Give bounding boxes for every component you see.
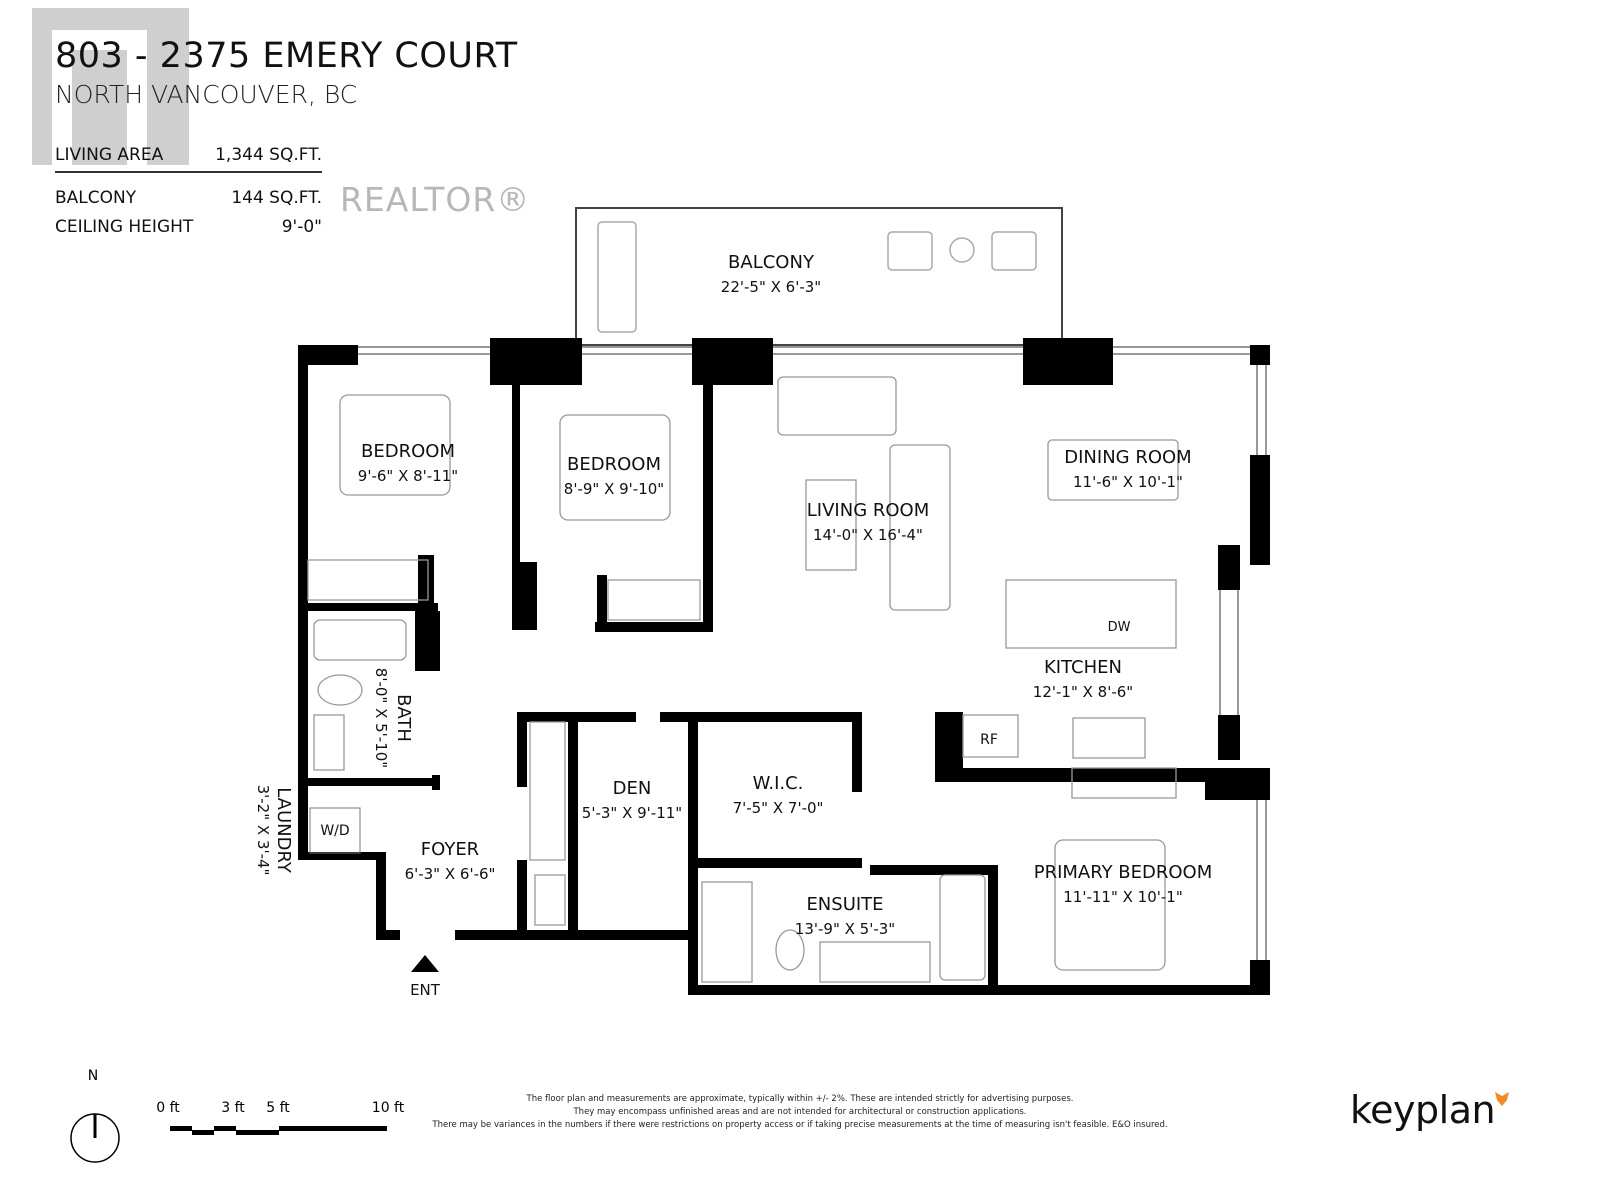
scale-tick-3: 3 ft bbox=[221, 1100, 245, 1116]
property-city: NORTH VANCOUVER, BC bbox=[55, 80, 358, 109]
room-dims: 11'-11" X 10'-1" bbox=[1063, 888, 1183, 906]
stat-ceiling-height: CEILING HEIGHT 9'-0" bbox=[55, 217, 322, 237]
room-name: BALCONY bbox=[728, 252, 815, 273]
room-name: BATH bbox=[393, 694, 414, 742]
room-dims: 8'-9" X 9'-10" bbox=[564, 480, 664, 498]
room-dims: 6'-3" X 6'-6" bbox=[405, 865, 496, 883]
room-name: DINING ROOM bbox=[1064, 447, 1191, 468]
room-dims: 22'-5" X 6'-3" bbox=[721, 278, 821, 296]
room-dims: 12'-1" X 8'-6" bbox=[1033, 683, 1133, 701]
room-name: DEN bbox=[613, 778, 652, 799]
disclaimer-line: The floor plan and measurements are appr… bbox=[526, 1094, 1074, 1104]
room-dims: 5'-3" X 9'-11" bbox=[582, 804, 682, 822]
room-bath: BATH 8'-0" X 5'-10" bbox=[372, 668, 414, 768]
stat-balcony: BALCONY 144 SQ.FT. bbox=[55, 188, 322, 208]
disclaimer-line: There may be variances in the numbers if… bbox=[432, 1120, 1168, 1130]
stat-label: BALCONY bbox=[55, 188, 137, 208]
stat-value: 144 SQ.FT. bbox=[231, 188, 322, 208]
room-name: FOYER bbox=[421, 839, 479, 860]
scale-bar bbox=[170, 1126, 387, 1135]
room-name: BEDROOM bbox=[567, 454, 661, 475]
room-dims: 11'-6" X 10'-1" bbox=[1073, 473, 1183, 491]
windows bbox=[358, 346, 1267, 960]
room-primary-bedroom: PRIMARY BEDROOM 11'-11" X 10'-1" bbox=[1034, 862, 1213, 906]
room-foyer: FOYER 6'-3" X 6'-6" bbox=[405, 839, 496, 883]
stat-living-area: LIVING AREA 1,344 SQ.FT. bbox=[55, 145, 322, 173]
washer-dryer-label: W/D bbox=[320, 823, 349, 839]
fox-icon bbox=[1495, 1092, 1510, 1106]
realtor-logo-watermark bbox=[32, 8, 189, 165]
realtor-watermark-text: REALTOR® bbox=[340, 180, 531, 219]
stat-value: 1,344 SQ.FT. bbox=[215, 145, 322, 165]
room-laundry: LAUNDRY 3'-2" X 3'-4" bbox=[254, 785, 294, 876]
compass-north-label: N bbox=[88, 1068, 98, 1084]
room-living: LIVING ROOM 14'-0" X 16'-4" bbox=[807, 500, 929, 544]
room-wic: W.I.C. 7'-5" X 7'-0" bbox=[733, 773, 824, 817]
room-dims: 7'-5" X 7'-0" bbox=[733, 799, 824, 817]
room-bedroom-1: BEDROOM 9'-6" X 8'-11" bbox=[358, 441, 458, 485]
keyplan-wordmark: keyplan bbox=[1350, 1088, 1496, 1132]
room-name: BEDROOM bbox=[361, 441, 455, 462]
entry-label: ENT bbox=[410, 981, 441, 999]
scale-tick-0: 0 ft bbox=[156, 1100, 180, 1116]
room-dims: 9'-6" X 8'-11" bbox=[358, 467, 458, 485]
walls bbox=[298, 338, 1270, 995]
room-dims: 14'-0" X 16'-4" bbox=[813, 526, 923, 544]
room-balcony: BALCONY 22'-5" X 6'-3" bbox=[721, 252, 821, 296]
furniture bbox=[307, 376, 1179, 983]
stat-value: 9'-0" bbox=[281, 217, 322, 237]
room-kitchen: KITCHEN 12'-1" X 8'-6" bbox=[1033, 657, 1133, 701]
room-name: ENSUITE bbox=[806, 894, 883, 915]
balcony-outline bbox=[575, 207, 1063, 346]
stat-label: CEILING HEIGHT bbox=[55, 217, 194, 237]
disclaimer-line: They may encompass unfinished areas and … bbox=[573, 1107, 1027, 1117]
room-name: LIVING ROOM bbox=[807, 500, 929, 521]
room-name: KITCHEN bbox=[1044, 657, 1122, 678]
room-bedroom-2: BEDROOM 8'-9" X 9'-10" bbox=[564, 454, 664, 498]
disclaimer: The floor plan and measurements are appr… bbox=[420, 1093, 1180, 1132]
room-dims: 3'-2" X 3'-4" bbox=[254, 785, 272, 876]
keyplan-logo: keyplan bbox=[1350, 1088, 1510, 1132]
room-name: LAUNDRY bbox=[273, 787, 294, 874]
scale-tick-10: 10 ft bbox=[372, 1100, 405, 1116]
balcony-furniture bbox=[597, 221, 1037, 333]
entry-arrow-icon bbox=[411, 955, 439, 972]
room-dims: 8'-0" X 5'-10" bbox=[372, 668, 390, 768]
dishwasher-label: DW bbox=[1108, 620, 1131, 635]
fridge-label: RF bbox=[980, 732, 998, 748]
room-name: W.I.C. bbox=[753, 773, 804, 794]
room-dining: DINING ROOM 11'-6" X 10'-1" bbox=[1064, 447, 1191, 491]
scale-tick-5: 5 ft bbox=[266, 1100, 290, 1116]
washer-dryer bbox=[309, 807, 361, 854]
property-address: 803 - 2375 EMERY COURT bbox=[55, 36, 518, 76]
room-dims: 13'-9" X 5'-3" bbox=[795, 920, 895, 938]
room-ensuite: ENSUITE 13'-9" X 5'-3" bbox=[795, 894, 895, 938]
room-den: DEN 5'-3" X 9'-11" bbox=[582, 778, 682, 822]
stat-label: LIVING AREA bbox=[55, 145, 164, 165]
room-name: PRIMARY BEDROOM bbox=[1034, 862, 1213, 883]
